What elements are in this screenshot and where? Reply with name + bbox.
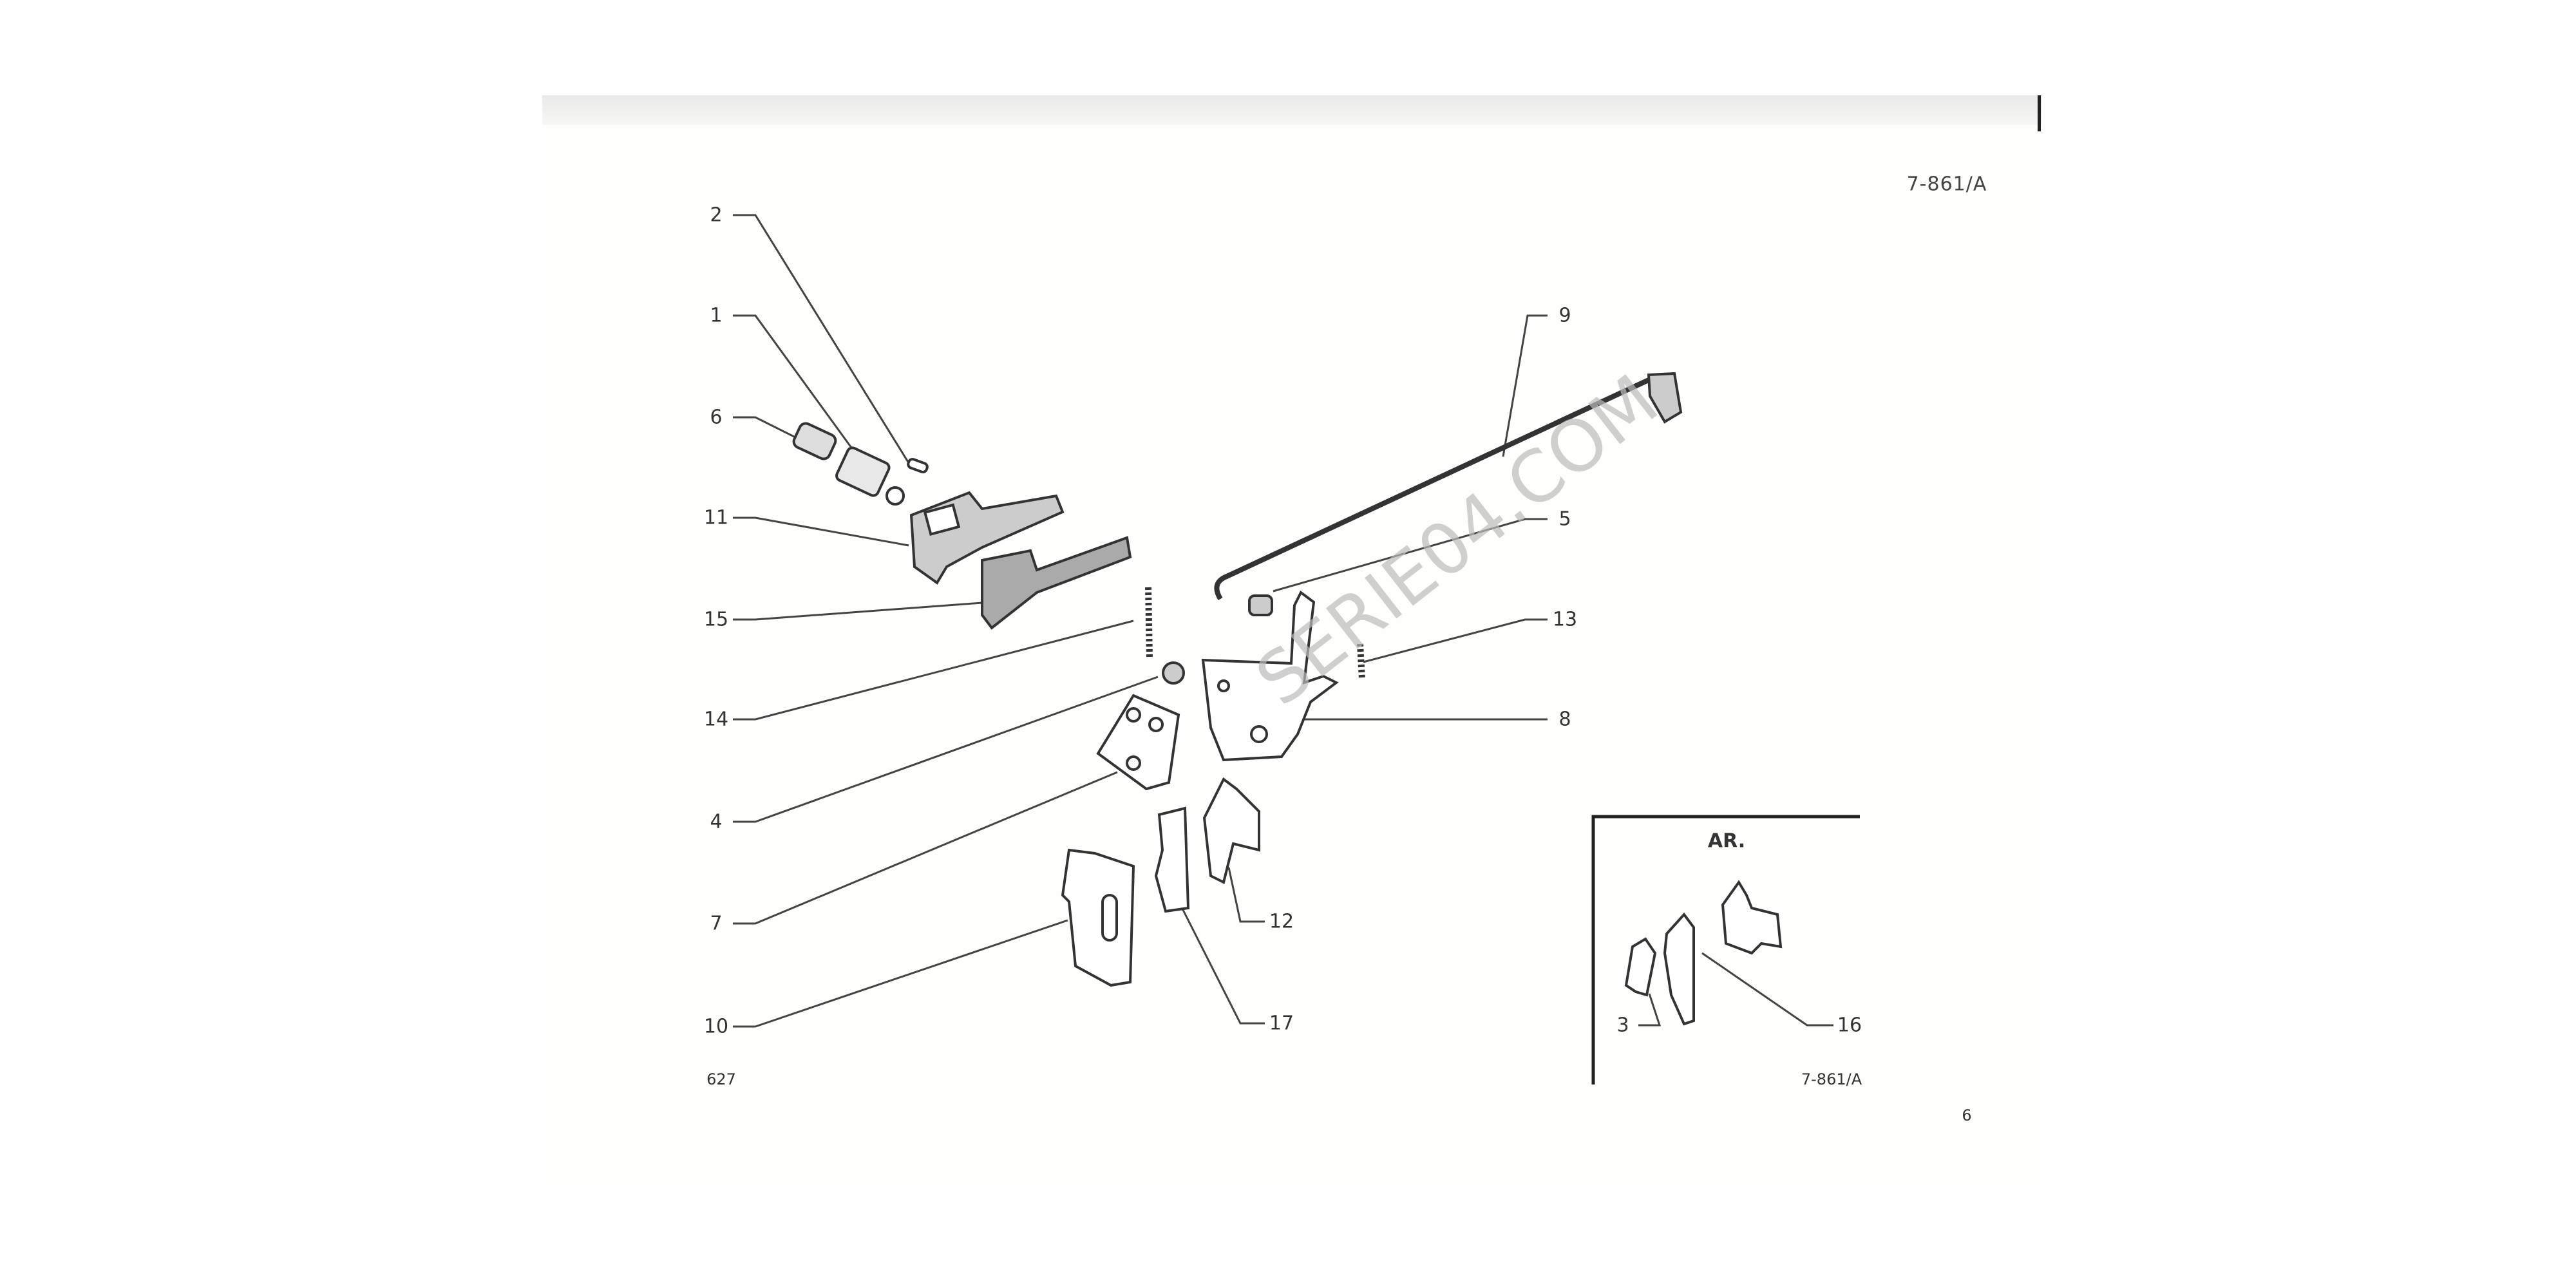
part-rod-handle [1647, 372, 1683, 424]
part-spring-13 [1357, 643, 1365, 680]
part-12 [1202, 777, 1260, 884]
plate-reference: 7-861/A [1906, 173, 1987, 196]
leader-1 [733, 314, 856, 453]
inset-part-16 [1663, 912, 1695, 1026]
callout-1: 1 [710, 304, 723, 327]
inset-callout-16: 16 [1837, 1014, 1862, 1037]
part-plate-15 [981, 536, 1132, 630]
callout-4: 4 [710, 810, 723, 833]
part-pin-2 [907, 457, 929, 474]
part-rod-9 [1214, 377, 1650, 601]
callout-14: 14 [703, 708, 729, 731]
leader-11 [733, 516, 909, 547]
inset-part-3 [1624, 937, 1657, 997]
part-6 [792, 422, 837, 460]
scan-top-shadow [542, 95, 2042, 125]
leader-6 [733, 416, 802, 442]
part-1-ball [886, 486, 905, 506]
leader-5 [1273, 518, 1548, 592]
leader-lines [733, 214, 1833, 1028]
callout-9: 9 [1558, 304, 1571, 327]
parts [792, 372, 1860, 1084]
callout-11: 11 [703, 506, 729, 529]
inset-title: AR. [1707, 829, 1746, 853]
inset-frame [1591, 815, 1860, 1084]
callout-5: 5 [1558, 507, 1571, 531]
callout-10: 10 [703, 1015, 729, 1038]
callout-15: 15 [703, 608, 729, 631]
callout-2: 2 [710, 204, 723, 227]
leader-14 [733, 620, 1134, 721]
figure-number: 627 [706, 1070, 736, 1088]
callout-8: 8 [1558, 708, 1571, 731]
part-17 [1154, 806, 1190, 913]
callout-7: 7 [710, 912, 723, 935]
inset-part-bracket [1721, 880, 1783, 955]
callout-13: 13 [1552, 608, 1578, 631]
leader-15 [733, 601, 983, 621]
inset-callout-3: 3 [1616, 1014, 1629, 1037]
leader-9 [1502, 314, 1548, 457]
leader-17 [1179, 903, 1265, 1025]
part-clip-5 [1248, 594, 1273, 616]
page-number: 6 [1962, 1106, 1972, 1124]
leader-2 [733, 214, 913, 469]
part-plate-10 [1061, 848, 1135, 987]
inset-reference: 7-861/A [1801, 1070, 1862, 1088]
part-1 [835, 446, 891, 497]
leader-13 [1363, 618, 1548, 663]
callout-6: 6 [710, 406, 723, 429]
leader-10 [733, 919, 1068, 1028]
leader-12 [1227, 867, 1265, 923]
leader-3 [1638, 993, 1662, 1027]
leader-7 [733, 771, 1118, 925]
page-edge-mark [2038, 95, 2041, 131]
leader-4 [733, 676, 1159, 823]
part-latch-8 [1201, 590, 1339, 762]
callout-12: 12 [1269, 910, 1294, 933]
leader-16 [1701, 952, 1833, 1027]
part-spring-14 [1145, 587, 1153, 658]
callout-17: 17 [1269, 1012, 1294, 1035]
part-plug-4 [1162, 661, 1185, 685]
